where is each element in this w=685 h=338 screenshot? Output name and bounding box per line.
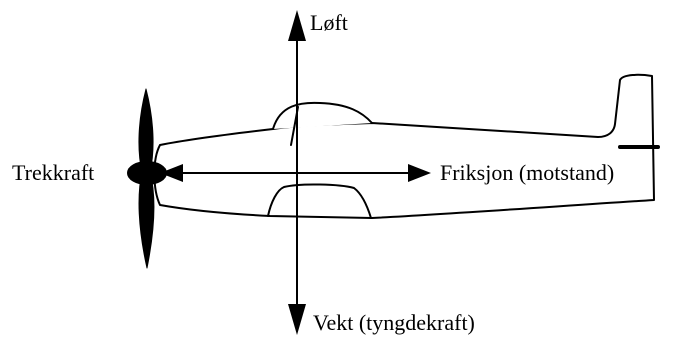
drag-label: Friksjon (motstand): [440, 160, 614, 185]
force-arrows: [160, 10, 431, 335]
weight-arrow-head: [288, 304, 306, 335]
lift-label: Løft: [310, 10, 348, 35]
drag-arrow-head: [408, 164, 431, 182]
thrust-arrow-head: [160, 164, 183, 182]
airplane-wing-fairing: [267, 183, 372, 219]
airplane-fuselage: [153, 73, 655, 219]
lift-arrow-head: [288, 10, 306, 41]
weight-label: Vekt (tyngdekraft): [313, 310, 475, 335]
thrust-label: Trekkraft: [12, 160, 94, 185]
